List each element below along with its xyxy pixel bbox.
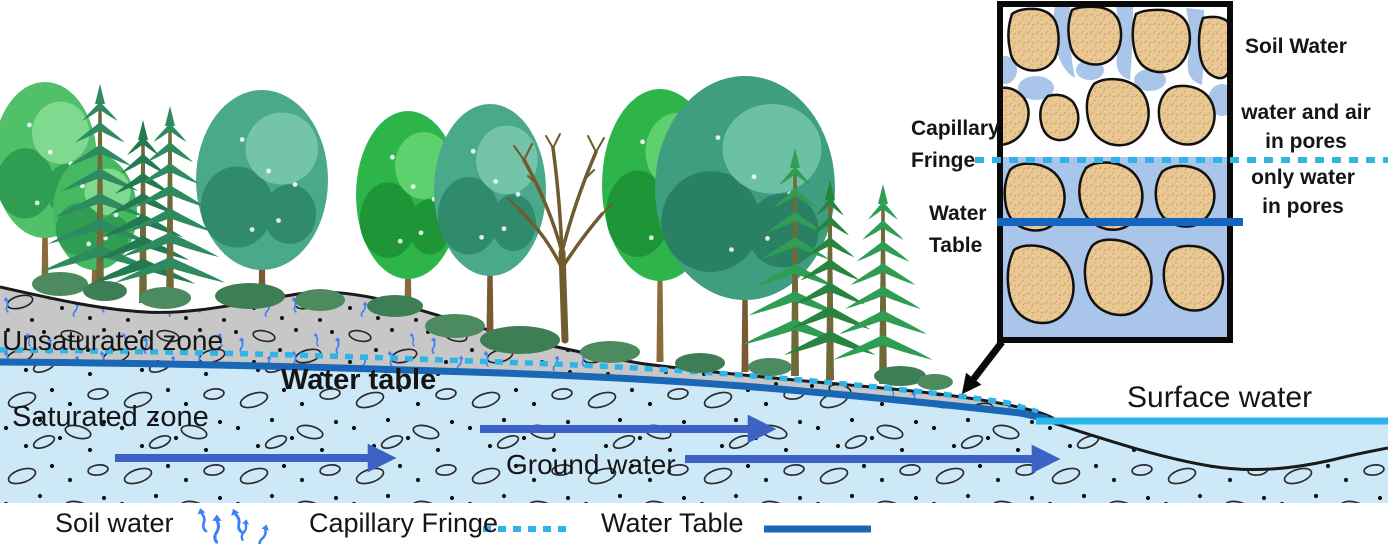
pore-magnifier-inset	[961, 1, 1388, 395]
inset-soil-water-label: Soil Water	[1245, 35, 1347, 58]
surface-water-label: Surface water	[1127, 381, 1313, 414]
water-table-line	[0, 358, 1049, 423]
capillary-fringe-line	[0, 347, 1039, 415]
water-table-label: Water table	[281, 364, 437, 396]
legend-capillary-fringe-label: Capillary Fringe	[309, 508, 499, 538]
legend-symbols	[194, 505, 871, 544]
inset-water-and-air-label: water and air in pores	[1241, 101, 1371, 153]
groundwater-flow-arrows	[115, 414, 1061, 474]
inset-border	[997, 1, 1233, 343]
saturated-zone-label: Saturated zone	[12, 401, 209, 433]
inset-water-table-label: Water Table	[929, 202, 987, 257]
inset-only-water-label: only water in pores	[1251, 166, 1355, 218]
trees-illustration	[0, 76, 933, 384]
legend-soil-water-label: Soil water	[55, 508, 174, 538]
soil-grains	[1003, 7, 1227, 325]
soil-water-drops-icon	[194, 505, 272, 544]
stream-bed-line	[1039, 417, 1388, 472]
surface-water-area	[1039, 417, 1388, 472]
pore-water-films	[1003, 7, 1227, 116]
inset-capillary-fringe-label: Capillary Fringe	[911, 117, 1000, 172]
unsaturated-zone-label: Unsaturated zone	[2, 325, 224, 356]
ground-water-label: Ground water	[506, 449, 676, 480]
bare-tree-illustration	[507, 133, 613, 344]
bushes-illustration	[32, 272, 953, 390]
inset-pointer-arrow-icon	[961, 339, 1005, 395]
legend-water-table-label: Water Table	[601, 508, 744, 538]
